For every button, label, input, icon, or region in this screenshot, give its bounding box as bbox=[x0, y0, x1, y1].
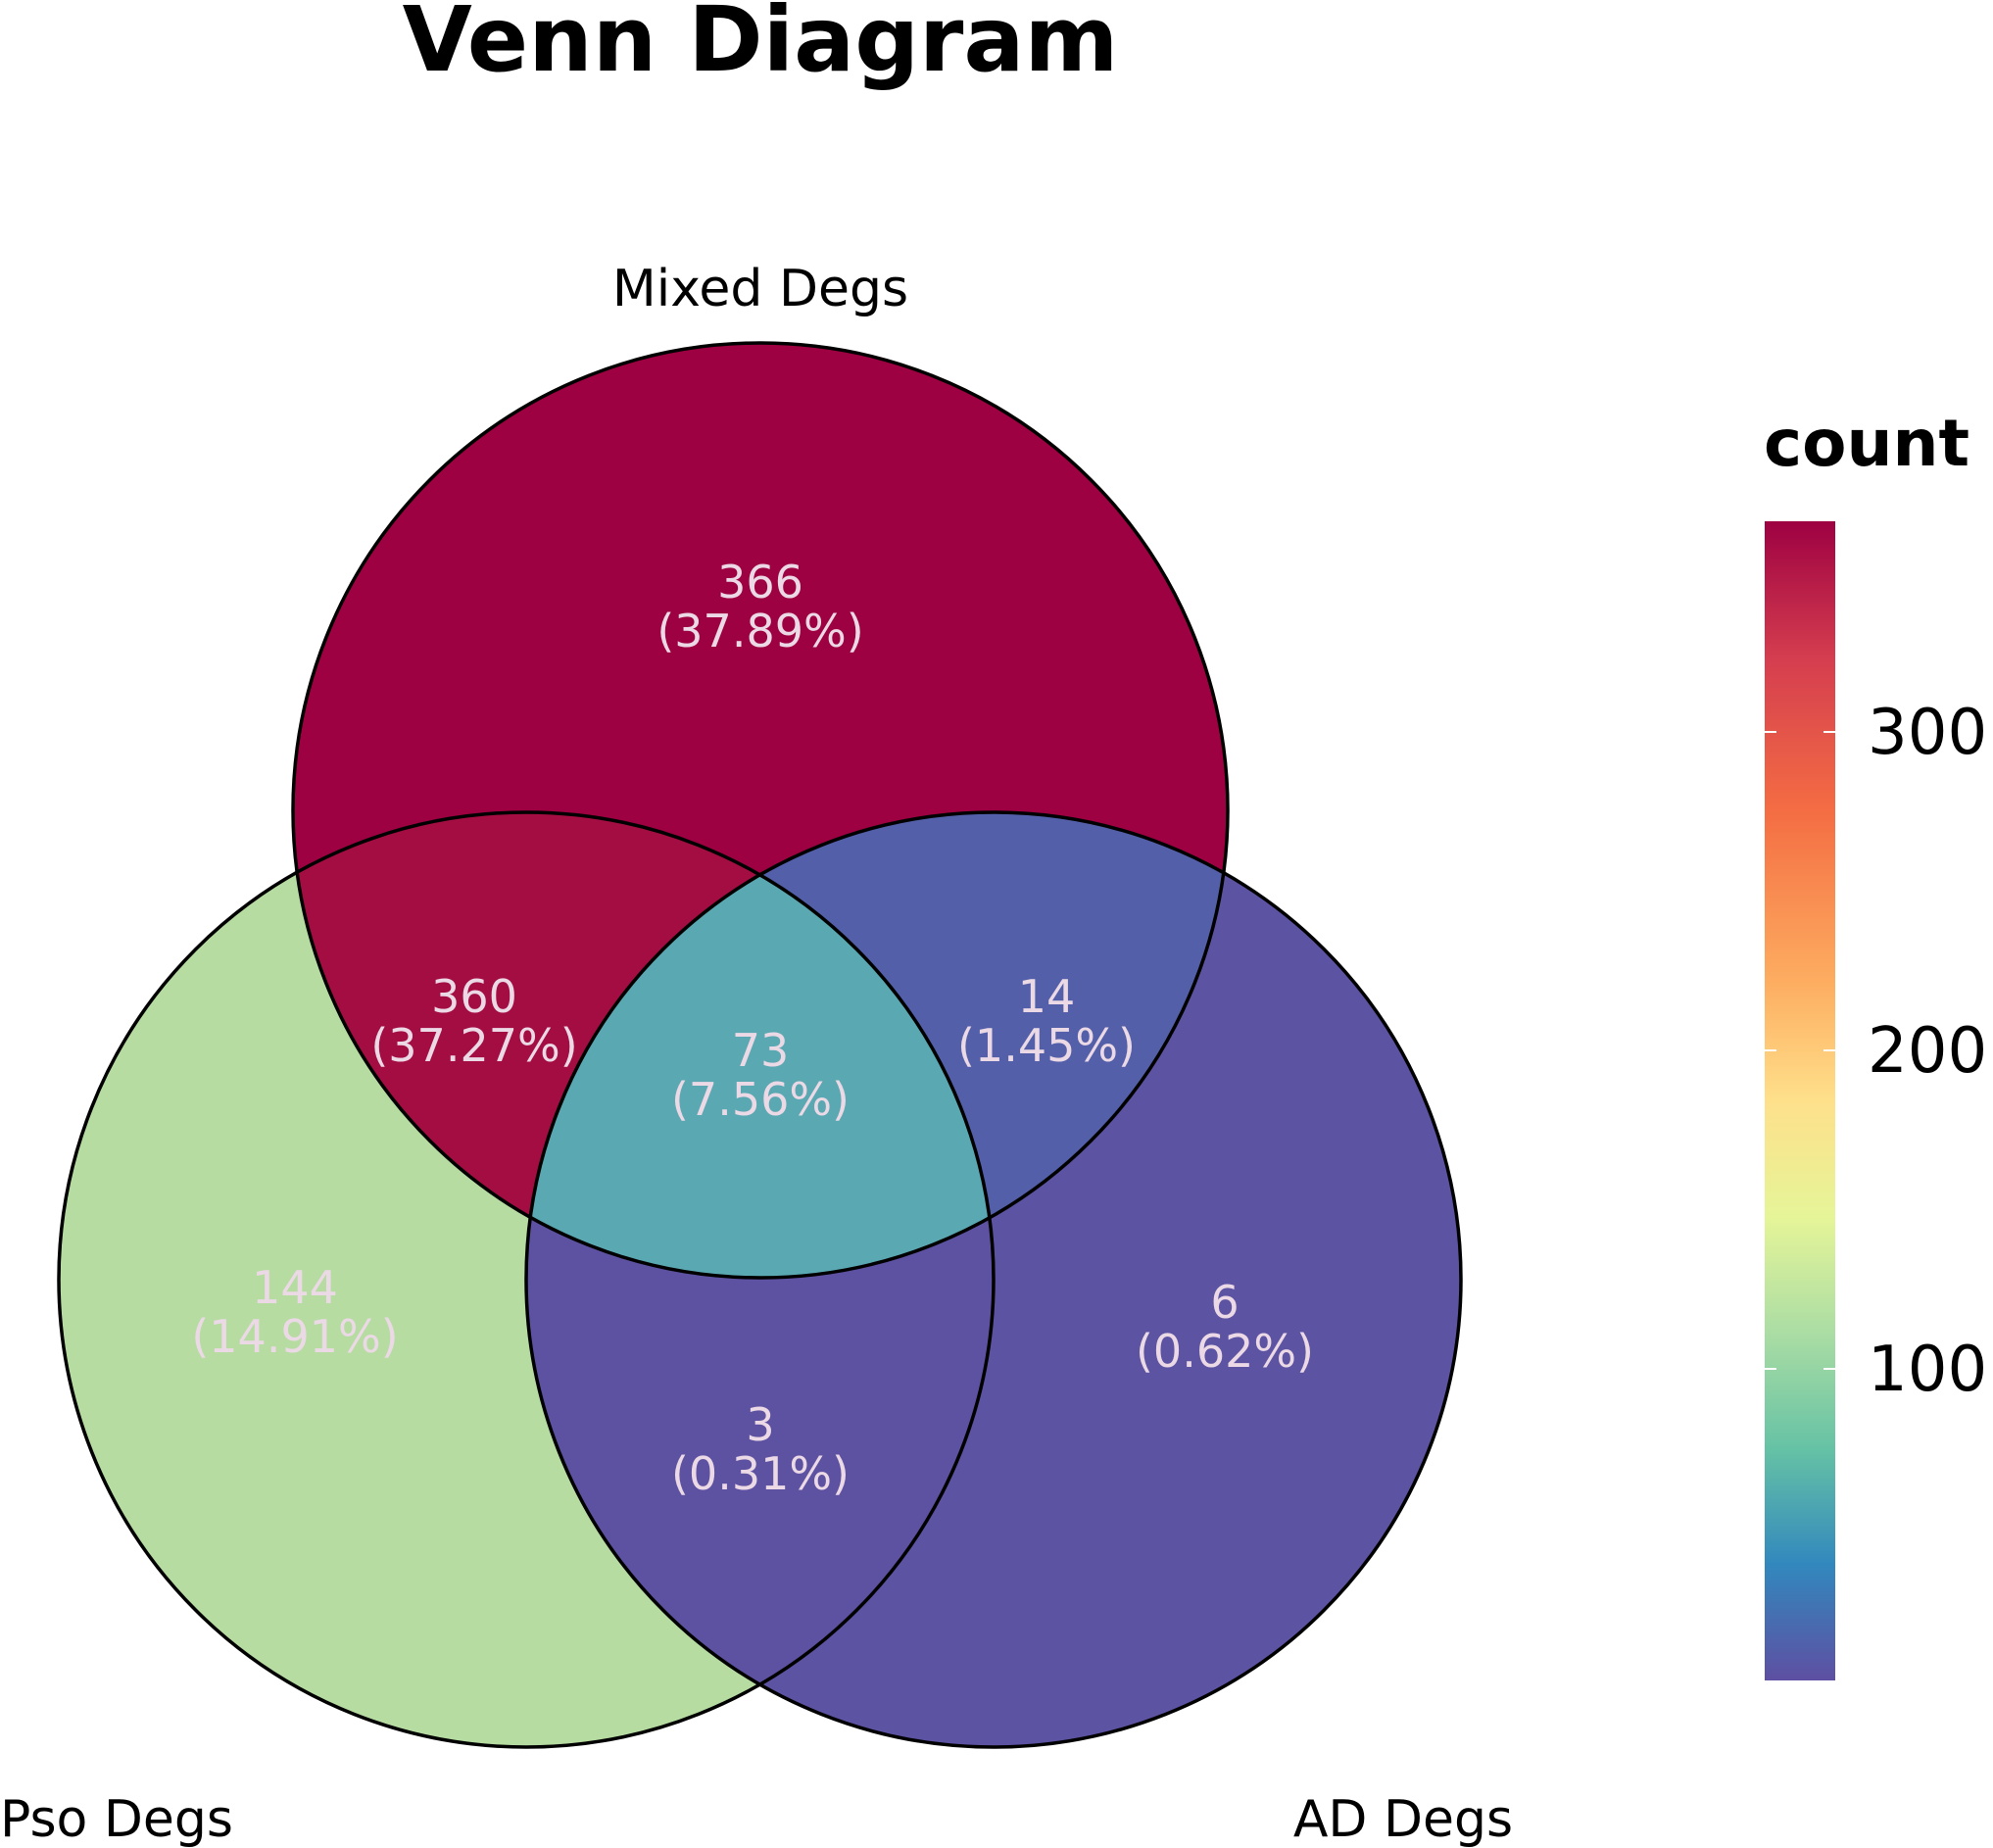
region-pso-ad-percent: (0.31%) bbox=[671, 1447, 850, 1500]
legend-tick-label: 200 bbox=[1868, 1015, 1987, 1088]
region-mixed-ad-percent: (1.45%) bbox=[957, 1019, 1136, 1072]
region-mixed-pso-percent: (37.27%) bbox=[370, 1019, 577, 1072]
region-all-three-count: 73 bbox=[732, 1024, 790, 1077]
region-pso-ad-count: 3 bbox=[746, 1398, 774, 1451]
legend-tick-label: 300 bbox=[1868, 697, 1987, 769]
ad-circle-outline bbox=[524, 810, 1463, 1749]
pso-circle-outline bbox=[57, 810, 996, 1749]
mixed-circle-outline bbox=[291, 341, 1230, 1280]
region-pso-only-count: 144 bbox=[252, 1261, 338, 1314]
set-label-ad: AD Degs bbox=[1293, 1790, 1513, 1848]
colorbar bbox=[1765, 521, 1835, 1680]
legend-title: count bbox=[1764, 406, 1969, 481]
region-mixed-pso-count: 360 bbox=[431, 970, 517, 1023]
region-ad-only-percent: (0.62%) bbox=[1136, 1325, 1314, 1378]
set-label-mixed: Mixed Degs bbox=[612, 260, 908, 318]
set-label-pso: Pso Degs bbox=[0, 1790, 233, 1848]
region-mixed-ad-count: 14 bbox=[1018, 970, 1076, 1023]
region-all-three bbox=[526, 812, 994, 1278]
region-mixed-only-percent: (37.89%) bbox=[656, 605, 863, 657]
region-pso-only-percent: (14.91%) bbox=[191, 1310, 398, 1363]
region-all-three-percent: (7.56%) bbox=[671, 1073, 850, 1126]
region-ad-only-count: 6 bbox=[1210, 1276, 1239, 1329]
chart-title: Venn Diagram bbox=[403, 0, 1119, 92]
region-mixed-only-count: 366 bbox=[717, 556, 803, 608]
legend-tick-label: 100 bbox=[1868, 1334, 1987, 1406]
